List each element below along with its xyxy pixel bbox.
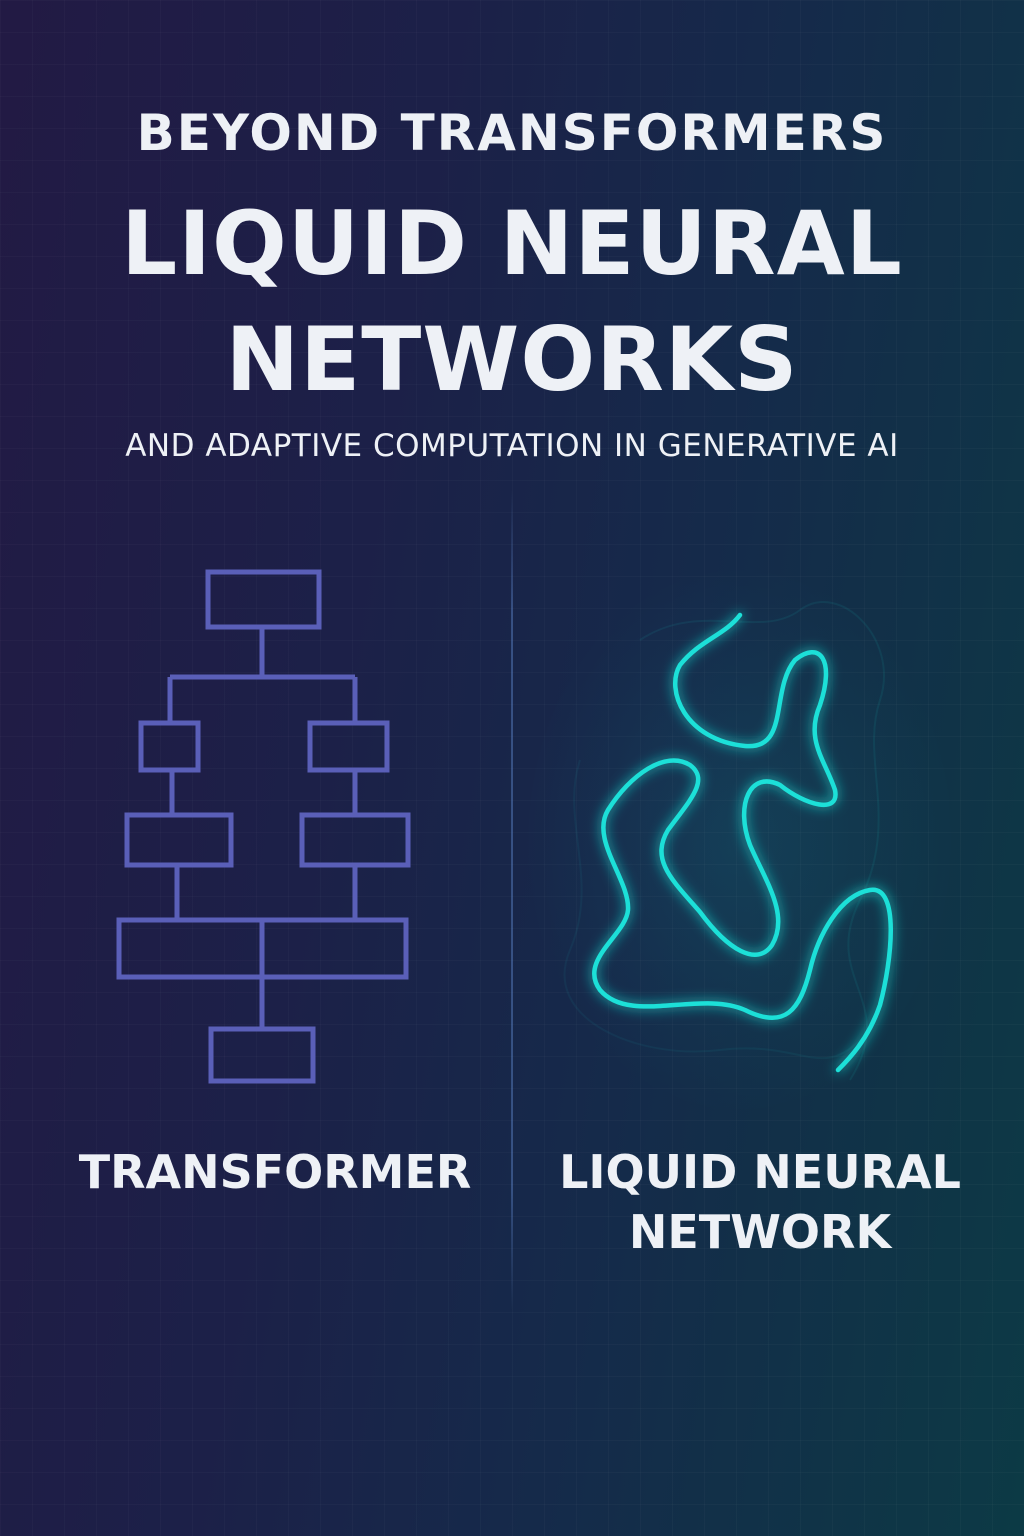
subtitle: AND ADAPTIVE COMPUTATION IN GENERATIVE A… — [125, 428, 899, 464]
block-left-2 — [124, 812, 234, 868]
panel-divider — [511, 490, 513, 1310]
liquid-background-trace-1 — [639, 601, 885, 1081]
main-title: LIQUID NEURAL NETWORKS — [0, 186, 1024, 418]
liquid-network-diagram — [563, 601, 893, 1081]
liquid-curve — [592, 612, 893, 1073]
liquid-background-trace-2 — [563, 759, 861, 1060]
block-top — [205, 569, 322, 630]
block-bottom — [208, 1026, 316, 1084]
main-title-line-2: NETWORKS — [225, 308, 799, 411]
liquid-network-label-line-1: LIQUID NEURAL — [559, 1145, 961, 1199]
transformer-diagram — [116, 569, 411, 1084]
block-right-2 — [299, 812, 411, 868]
liquid-network-label-line-2: NETWORK — [628, 1205, 892, 1259]
block-right-1 — [307, 720, 390, 773]
block-left-1 — [138, 720, 201, 773]
main-title-line-1: LIQUID NEURAL — [121, 192, 903, 295]
kicker-title: BEYOND TRANSFORMERS — [136, 104, 888, 162]
transformer-label: TRANSFORMER — [78, 1145, 472, 1199]
block-wide — [116, 917, 409, 980]
liquid-glow — [520, 560, 960, 1120]
liquid-network-label: LIQUID NEURAL NETWORK — [520, 1142, 1000, 1262]
